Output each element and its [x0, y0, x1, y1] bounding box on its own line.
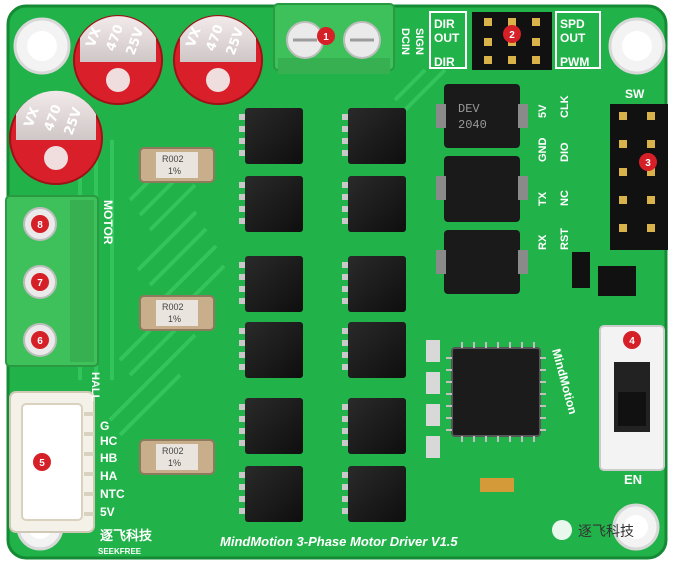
inductor-label-2: 2040: [458, 118, 487, 132]
sign-label: SIGN: [413, 28, 425, 55]
marker-7: 7: [31, 273, 49, 291]
svg-text:GND: GND: [537, 138, 549, 163]
svg-text:1%: 1%: [168, 166, 181, 176]
mosfet: [342, 466, 406, 522]
maker-logo: SEEKFREE: [98, 547, 142, 556]
microcontroller-chip: [446, 342, 546, 442]
svg-text:7: 7: [37, 278, 43, 289]
shunt-resistor: R002 1%: [139, 147, 215, 183]
mosfet: [239, 256, 303, 312]
en-label: EN: [624, 472, 642, 487]
mosfet: [239, 466, 303, 522]
svg-text:5V: 5V: [100, 505, 115, 519]
svg-text:5V: 5V: [537, 104, 549, 118]
maker-logo-cn: 逐飞科技: [100, 528, 153, 543]
svg-text:CLK: CLK: [559, 95, 571, 118]
prog-pin-labels: 5V CLK GND DIO TX NC RX RST: [537, 95, 571, 250]
cap-label-1: VX: [84, 25, 105, 49]
marker-4: 4: [623, 331, 641, 349]
power-inductor: [436, 230, 528, 294]
sw-label: SW: [625, 87, 645, 101]
svg-text:1%: 1%: [168, 458, 181, 468]
shunt-resistor: R002 1%: [139, 295, 215, 331]
dcin-label: DCIN: [399, 28, 411, 55]
cap-label-2: VX: [184, 25, 205, 49]
mosfet: [342, 256, 406, 312]
capacitor: VX 470 25V: [73, 15, 163, 105]
dir-out-label-2: OUT: [434, 31, 460, 45]
svg-text:5: 5: [39, 458, 45, 469]
mosfet: [342, 322, 406, 378]
enable-switch: [599, 325, 665, 471]
mosfet: [239, 176, 303, 232]
mosfet: [342, 398, 406, 454]
svg-text:RST: RST: [559, 228, 571, 250]
smd-components: [426, 252, 636, 492]
watermark-text: 逐飞科技: [578, 523, 634, 539]
cap-label-3: VX: [22, 105, 43, 129]
marker-6: 6: [31, 331, 49, 349]
board-title: MindMotion 3-Phase Motor Driver V1.5: [220, 534, 458, 549]
svg-text:4: 4: [629, 336, 635, 347]
hall-pin-labels: G HC HB HA NTC 5V: [100, 419, 125, 519]
svg-text:1: 1: [323, 32, 329, 43]
svg-text:TX: TX: [537, 191, 549, 206]
motor-label: MOTOR: [101, 200, 115, 245]
shunt-resistor: R002 1%: [139, 439, 215, 475]
marker-5: 5: [33, 453, 51, 471]
marker-2: 2: [503, 25, 521, 43]
svg-text:HA: HA: [100, 469, 118, 483]
spd-out-label-2: OUT: [560, 31, 586, 45]
svg-text:NTC: NTC: [100, 487, 125, 501]
marker-3: 3: [639, 153, 657, 171]
hall-label: HALL: [89, 372, 101, 402]
hall-connector: [9, 391, 95, 533]
motor-terminal: [5, 195, 99, 367]
capacitor: VX 470 25V: [173, 15, 263, 105]
power-inductor: [436, 156, 528, 222]
mosfet: [239, 398, 303, 454]
svg-text:RX: RX: [537, 234, 549, 250]
mosfet: [239, 108, 303, 164]
svg-text:HC: HC: [100, 434, 118, 448]
inductor-label: DEV: [458, 102, 480, 116]
mosfet: [342, 108, 406, 164]
dir-out-label: DIR: [434, 17, 455, 31]
watermark: 逐飞科技: [552, 520, 634, 540]
svg-text:R002: R002: [162, 302, 184, 312]
svg-text:1%: 1%: [168, 314, 181, 324]
svg-text:2: 2: [509, 30, 515, 41]
svg-text:G: G: [100, 419, 109, 433]
svg-text:6: 6: [37, 336, 43, 347]
svg-text:3: 3: [645, 158, 651, 169]
programming-pin-header: [610, 104, 668, 250]
svg-text:R002: R002: [162, 154, 184, 164]
svg-text:HB: HB: [100, 451, 118, 465]
power-inductor: DEV 2040: [436, 84, 528, 148]
svg-text:8: 8: [37, 220, 43, 231]
mosfet: [239, 322, 303, 378]
dir-label: DIR: [434, 55, 455, 69]
marker-1: 1: [317, 27, 335, 45]
pwm-label: PWM: [560, 55, 589, 69]
marker-8: 8: [31, 215, 49, 233]
mosfet: [342, 176, 406, 232]
svg-text:NC: NC: [559, 190, 571, 206]
mosfet-array: [239, 108, 406, 522]
svg-text:DIO: DIO: [559, 142, 571, 162]
spd-out-label: SPD: [560, 17, 585, 31]
capacitor: VX 470 25V: [9, 90, 103, 185]
svg-text:R002: R002: [162, 446, 184, 456]
